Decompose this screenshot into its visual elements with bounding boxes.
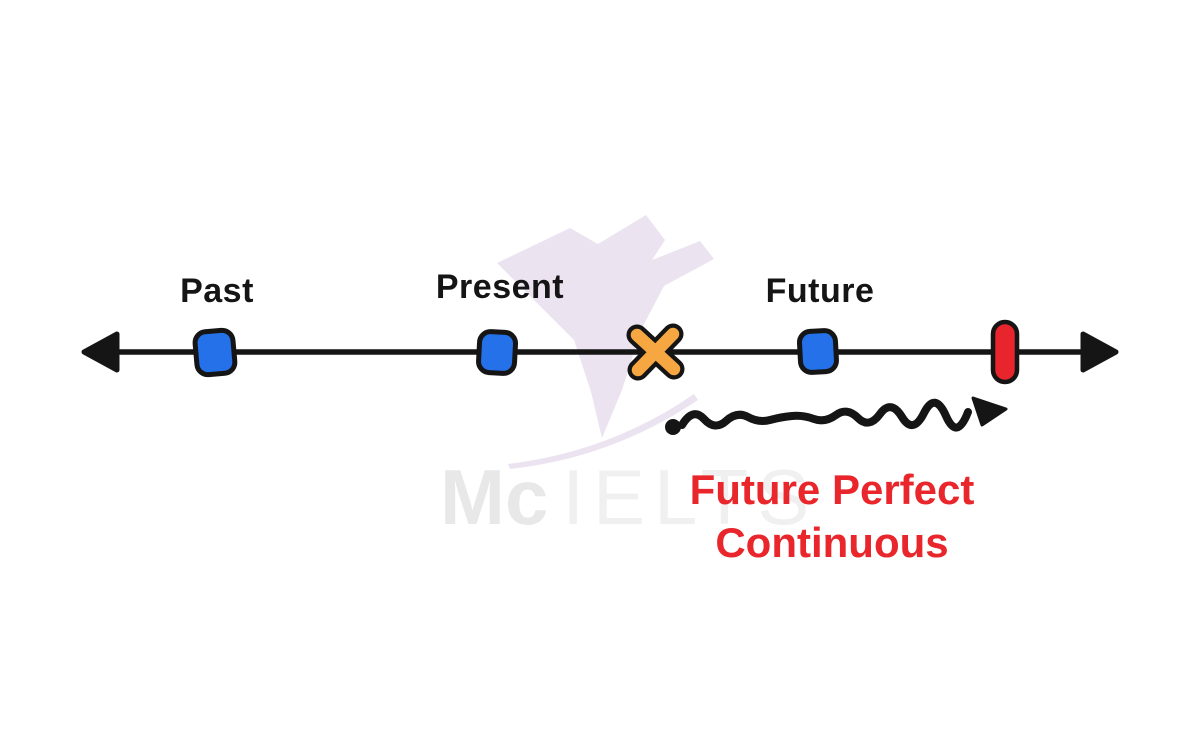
brand-watermark-light-text: IELTS [562,453,819,541]
present-label: Present [435,268,565,306]
past-marker-icon [192,327,238,378]
endpoint-marker-icon [990,319,1020,385]
tense-caption: Future Perfect Continuous [690,463,975,569]
past-label: Past [180,272,254,310]
future-marker-icon [796,328,839,375]
duration-squiggle-arrow-icon [665,396,1008,435]
future-label: Future [765,272,875,310]
timeline-axis-icon [81,331,1119,373]
present-marker-icon [476,329,519,376]
tense-caption-line1: Future Perfect [689,466,975,513]
now-x-marker-icon [626,323,685,381]
hummingbird-watermark-icon [497,215,714,469]
tense-caption-line2: Continuous [715,519,949,566]
brand-watermark-bold-text: Mc [440,453,549,541]
